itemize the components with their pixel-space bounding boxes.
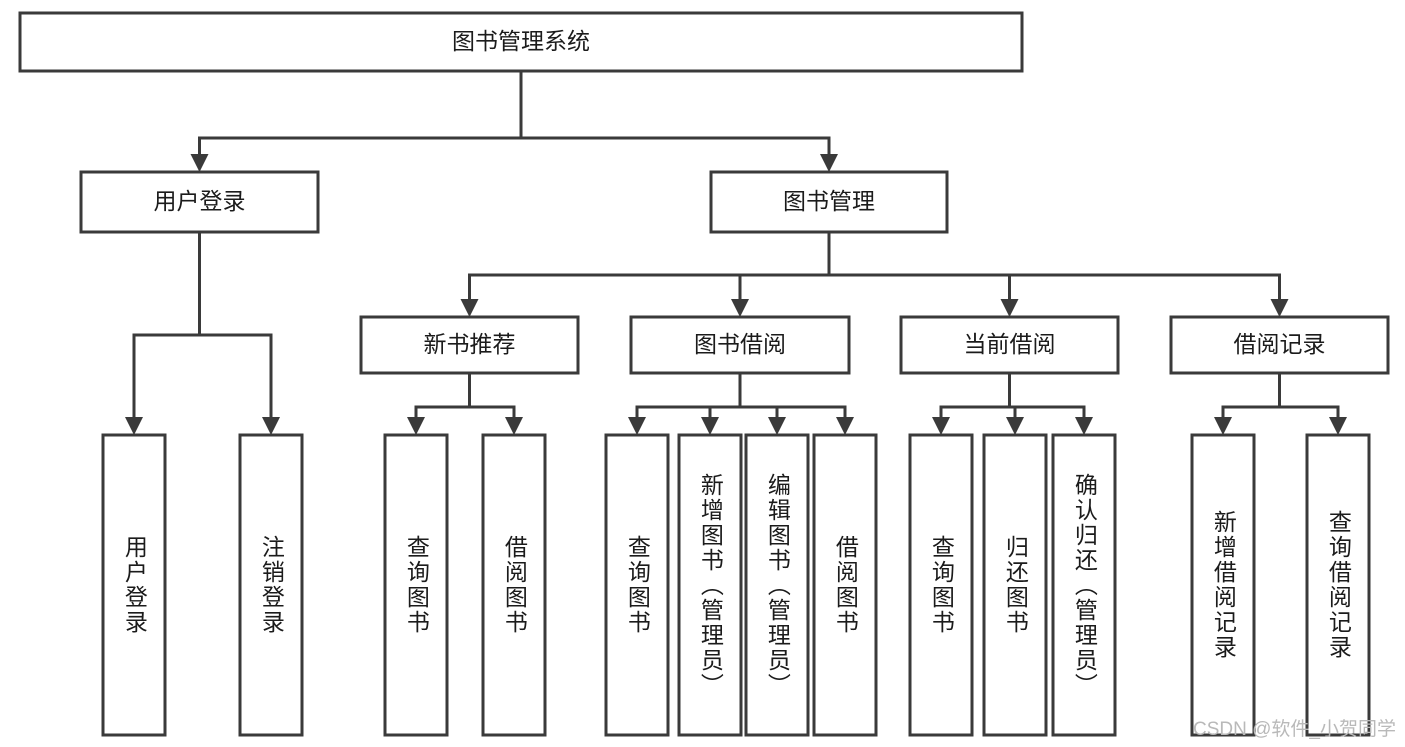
node-label-leaf-query-book-1: 查询图书 xyxy=(403,535,430,635)
arrow-head-icon-user-login xyxy=(190,154,209,172)
arrow-head-icon-leaf-confirm-return xyxy=(1075,417,1093,435)
node-box-leaf-query-book-1[interactable] xyxy=(383,433,449,737)
node-label-leaf-return-book: 归还图书 xyxy=(1002,535,1029,635)
arrow-head-icon-leaf-borrow-book-1 xyxy=(505,417,523,435)
node-label-root: 图书管理系统 xyxy=(452,28,590,54)
node-box-leaf-confirm-return[interactable] xyxy=(1051,433,1117,737)
arrow-head-icon-leaf-add-book xyxy=(701,417,719,435)
node-label-book-borrow: 图书借阅 xyxy=(694,331,786,357)
arrow-head-icon-borrow-record xyxy=(1270,299,1289,317)
node-box-leaf-return-book[interactable] xyxy=(982,433,1048,737)
arrow-head-icon-leaf-user-login xyxy=(125,417,143,435)
node-label-leaf-edit-book: 编辑图书（管理员） xyxy=(764,472,791,698)
node-box-user-login[interactable] xyxy=(79,170,320,234)
node-label-new-book-recommend: 新书推荐 xyxy=(424,331,516,357)
node-box-borrow-record[interactable] xyxy=(1169,315,1390,375)
arrow-head-icon-current-borrow xyxy=(1000,299,1019,317)
arrow-head-icon-leaf-query-book-1 xyxy=(407,417,425,435)
arrow-head-icon-leaf-add-record xyxy=(1214,417,1232,435)
node-label-leaf-add-record: 新增借阅记录 xyxy=(1210,510,1237,660)
node-box-leaf-borrow-book-2[interactable] xyxy=(812,433,878,737)
node-box-root[interactable] xyxy=(18,11,1024,73)
node-box-leaf-query-book-2[interactable] xyxy=(604,433,670,737)
boxes-layer xyxy=(18,11,1390,737)
node-label-leaf-borrow-book-1: 借阅图书 xyxy=(501,535,528,635)
arrow-head-icon-leaf-return-book xyxy=(1006,417,1024,435)
arrow-head-icon-leaf-query-record xyxy=(1329,417,1347,435)
arrow-head-icon-leaf-query-book-3 xyxy=(932,417,950,435)
node-label-current-borrow: 当前借阅 xyxy=(964,331,1056,357)
node-box-leaf-query-book-3[interactable] xyxy=(908,433,974,737)
node-box-leaf-query-record[interactable] xyxy=(1305,433,1371,737)
arrow-head-icon-book-management xyxy=(820,154,838,172)
node-box-book-management[interactable] xyxy=(709,170,949,234)
node-label-leaf-query-book-3: 查询图书 xyxy=(928,535,955,635)
connectors-layer xyxy=(125,69,1347,435)
node-box-book-borrow[interactable] xyxy=(629,315,851,375)
node-label-user-login: 用户登录 xyxy=(154,188,246,214)
arrow-head-icon-leaf-edit-book xyxy=(768,417,786,435)
node-label-leaf-query-book-2: 查询图书 xyxy=(624,535,651,635)
node-label-leaf-confirm-return: 确认归还（管理员） xyxy=(1071,472,1098,698)
csdn-watermark: CSDN @软件_小贺同学 xyxy=(1193,719,1396,740)
node-box-current-borrow[interactable] xyxy=(899,315,1120,375)
node-box-leaf-add-book[interactable] xyxy=(677,433,743,737)
node-label-leaf-add-book: 新增图书（管理员） xyxy=(697,472,724,698)
node-box-leaf-user-logout[interactable] xyxy=(238,433,304,737)
node-label-borrow-record: 借阅记录 xyxy=(1234,331,1326,357)
node-label-leaf-query-record: 查询借阅记录 xyxy=(1325,510,1352,660)
arrow-head-icon-book-borrow xyxy=(731,299,749,317)
node-box-leaf-edit-book[interactable] xyxy=(744,433,810,737)
node-box-leaf-user-login[interactable] xyxy=(101,433,167,737)
node-label-book-management: 图书管理 xyxy=(783,188,875,214)
arrow-head-icon-leaf-query-book-2 xyxy=(628,417,646,435)
arrow-head-icon-leaf-user-logout xyxy=(262,417,280,435)
node-label-leaf-borrow-book-2: 借阅图书 xyxy=(832,535,859,635)
node-box-leaf-add-record[interactable] xyxy=(1190,433,1256,737)
node-box-new-book-recommend[interactable] xyxy=(359,315,580,375)
arrow-head-icon-new-book-recommend xyxy=(460,299,479,317)
node-label-leaf-user-logout: 注销登录 xyxy=(258,535,285,635)
node-box-leaf-borrow-book-1[interactable] xyxy=(481,433,547,737)
arrow-head-icon-leaf-borrow-book-2 xyxy=(836,417,854,435)
node-label-leaf-user-login: 用户登录 xyxy=(121,535,148,635)
